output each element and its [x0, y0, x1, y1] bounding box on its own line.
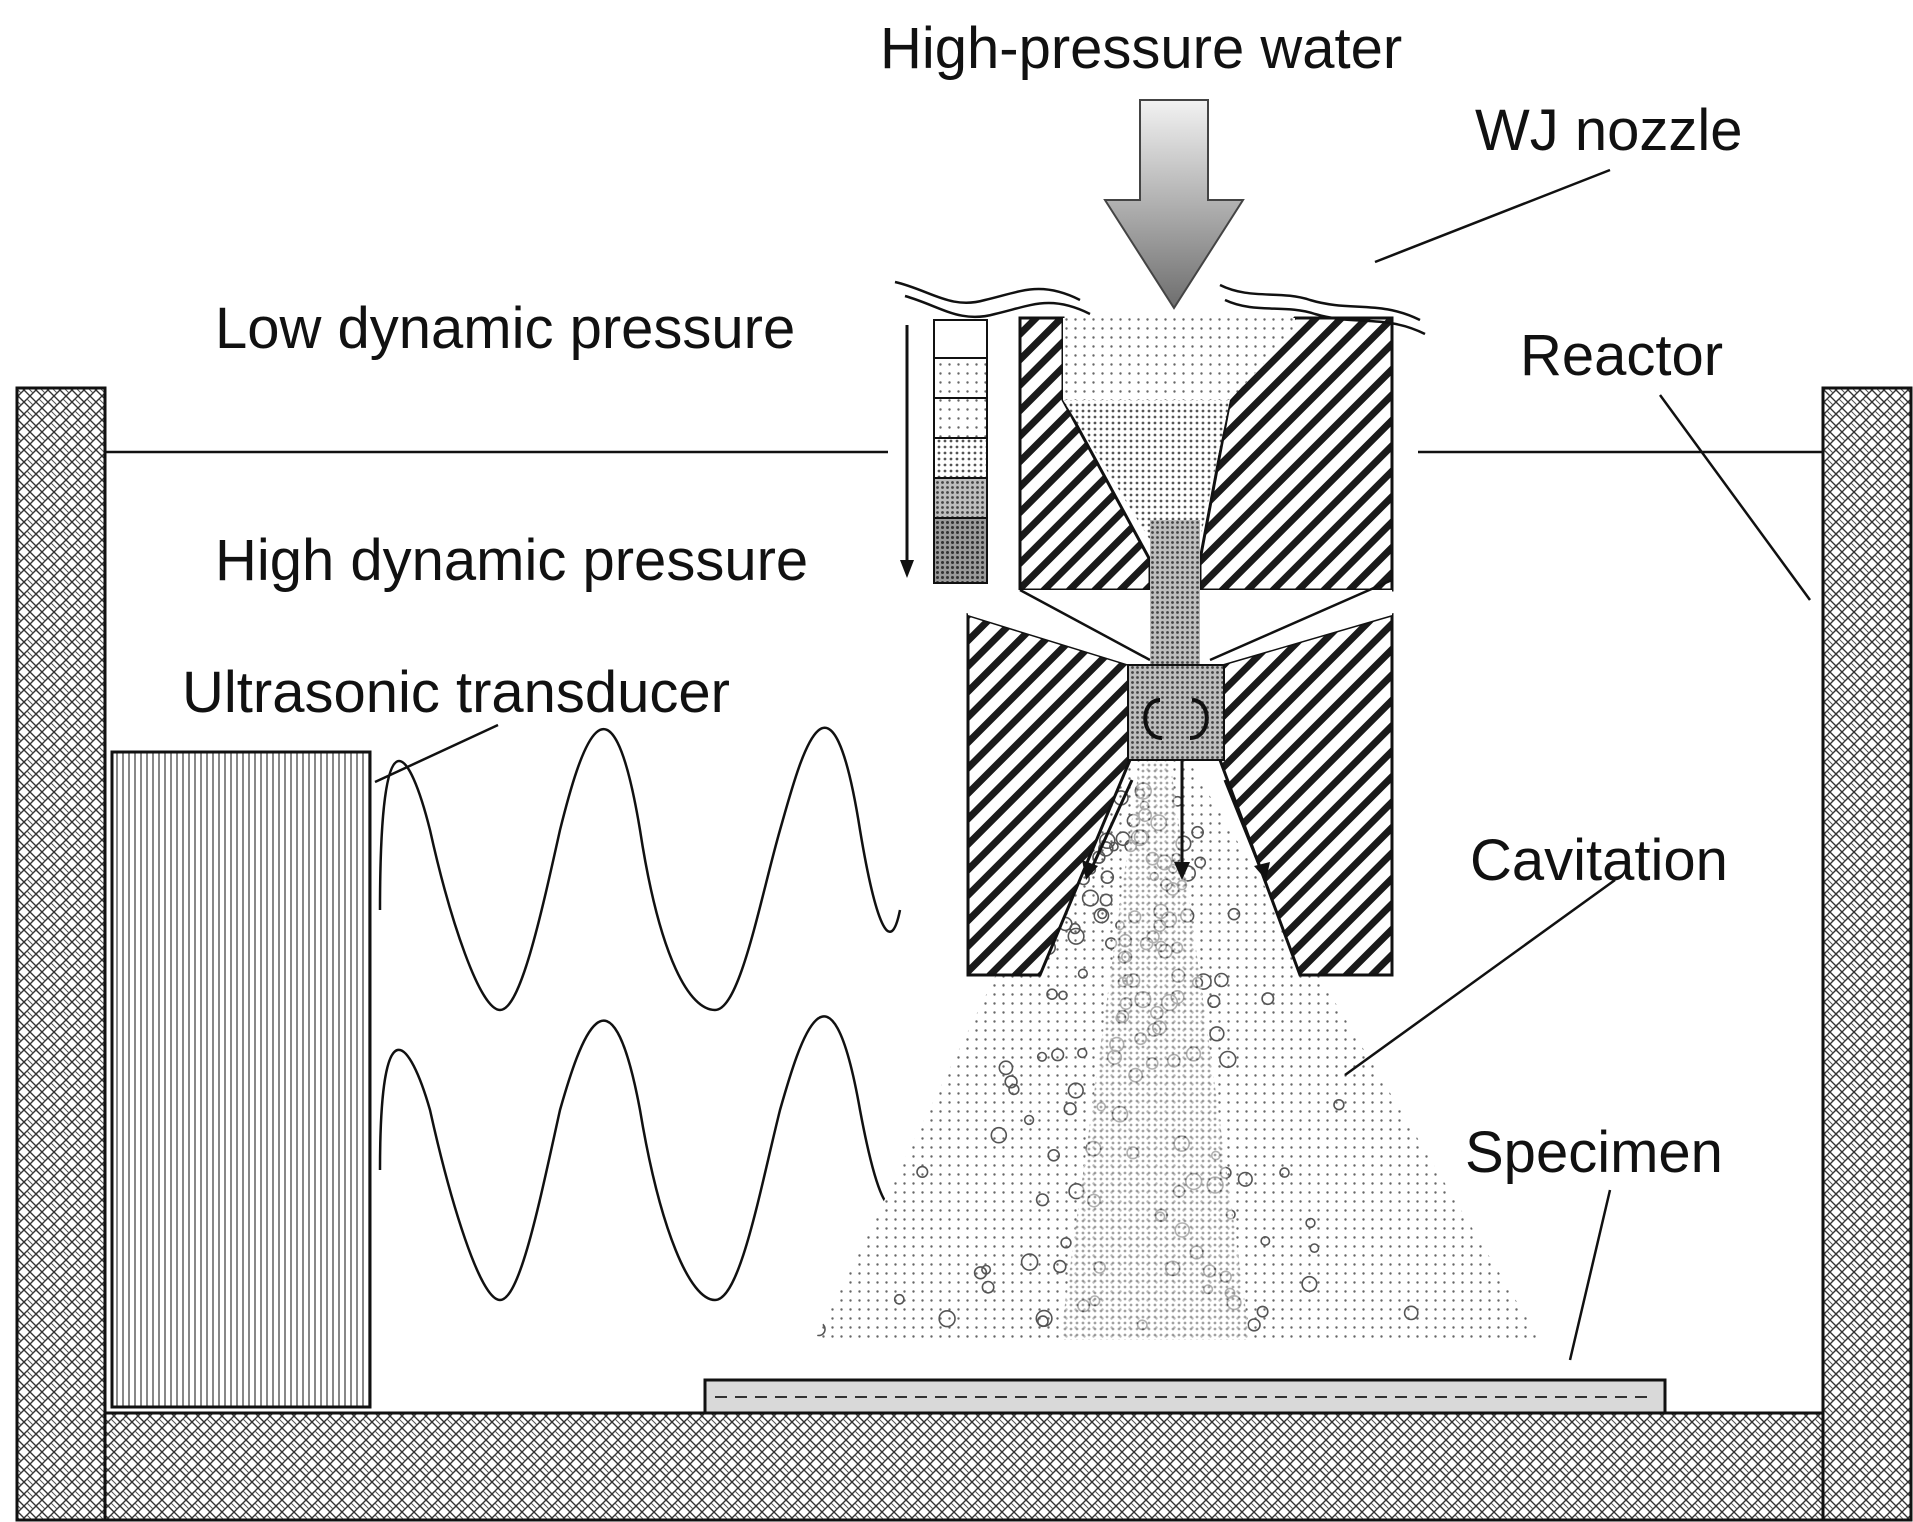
cavitation-bubble	[1097, 908, 1108, 920]
cavitation-bubble	[1333, 1098, 1345, 1111]
reactor-floor	[103, 1411, 1825, 1522]
wj-nozzle	[894, 280, 1426, 977]
nozzle-mid-left	[968, 590, 1150, 665]
wj-nozzle-leader	[1374, 168, 1611, 264]
cavitation-bubble	[1008, 1083, 1020, 1096]
cavitation-bubble	[1207, 994, 1221, 1009]
cavitation-bubble	[1209, 1026, 1225, 1042]
cavitation-bubble	[998, 1060, 1014, 1076]
specimen-plate	[703, 1378, 1667, 1415]
cavitation-bubble	[1214, 972, 1229, 988]
label-cavitation: Cavitation	[1470, 828, 1728, 893]
cavitation-bubble	[1053, 1259, 1067, 1274]
ultrasonic-wave-upper	[378, 726, 902, 1012]
label-specimen: Specimen	[1465, 1120, 1723, 1185]
cavitation-bubble	[1060, 1237, 1072, 1249]
cavitation-bubble	[1305, 1217, 1316, 1229]
label-high-dynamic-pressure: High dynamic pressure	[215, 528, 808, 593]
cavitation-bubble	[1261, 992, 1275, 1006]
cavitation-bubble	[1051, 1048, 1065, 1062]
cavitation-bubble	[1077, 1047, 1088, 1059]
cavitation-bubble	[1260, 1236, 1271, 1247]
label-ultrasonic-transducer: Ultrasonic transducer	[182, 660, 730, 725]
cavitation-bubble	[981, 1280, 995, 1294]
cavitation-bubble	[1247, 1318, 1261, 1332]
cavitation-bubble	[1077, 968, 1088, 979]
ultrasonic-wave-lower	[378, 1015, 902, 1302]
high-pressure-water-arrow	[1103, 99, 1245, 310]
cavitation-bubble	[1237, 1171, 1253, 1187]
cavitation-bubble	[1067, 927, 1085, 945]
cavitation-bubble	[1098, 841, 1114, 857]
cavitation-bubble	[1279, 1167, 1290, 1178]
cavitation-bubble	[1194, 856, 1207, 869]
cavitation-bubble	[1309, 1243, 1320, 1253]
cavitation-bubble	[1081, 889, 1099, 907]
cavitation-bubble	[1256, 1305, 1269, 1318]
cavitation-cloud	[815, 755, 1540, 1340]
cavitation-bubble	[1063, 1102, 1077, 1116]
reactor-right-wall	[1821, 386, 1913, 1522]
reactor-leader	[1658, 394, 1812, 601]
cavitation-bubble	[916, 1165, 929, 1178]
cavitation-leader	[1344, 878, 1616, 1077]
cavitation-bubble	[1069, 922, 1081, 935]
cavitation-bubble	[1023, 1114, 1035, 1126]
cavitation-bubble	[1058, 990, 1068, 1001]
reactor-left-wall	[15, 386, 107, 1522]
cavitation-bubble	[1219, 1050, 1237, 1069]
nozzle-bore-inlet	[1063, 318, 1295, 400]
label-reactor: Reactor	[1520, 323, 1723, 388]
cavitation-bubble	[1046, 988, 1058, 1001]
ultrasonic-transducer	[110, 750, 372, 1409]
nozzle-break-line-right	[1219, 283, 1421, 322]
cavitation-bubble	[893, 1293, 905, 1305]
nozzle-bore-throat	[1150, 520, 1200, 665]
cavitation-bubble	[938, 1309, 956, 1328]
cavitation-bubble	[1099, 893, 1113, 907]
cavitation-bubble	[990, 1126, 1008, 1144]
cavitation-bubble	[1403, 1305, 1419, 1321]
cavitation-bubble	[1047, 1149, 1060, 1162]
cavitation-bubble	[1020, 1253, 1039, 1271]
nozzle-cavity	[1127, 664, 1225, 761]
cavitation-bubble	[973, 1266, 988, 1280]
label-low-dynamic-pressure: Low dynamic pressure	[215, 296, 795, 361]
specimen-leader	[1568, 1189, 1612, 1361]
nozzle-mid-right	[1200, 590, 1392, 665]
cavitation-bubble	[1100, 870, 1115, 885]
cavitation-bubble	[1004, 1075, 1018, 1089]
label-wj-nozzle: WJ nozzle	[1475, 98, 1743, 163]
cavitation-bubble	[1035, 1193, 1049, 1207]
cavitation-bubble	[1093, 907, 1110, 924]
jet-flow-arrows	[1082, 760, 1270, 880]
nozzle-break-line-left	[894, 280, 1081, 304]
transducer-leader	[374, 723, 499, 784]
cavitation-bubble	[1301, 1275, 1318, 1293]
cavitation-bubble	[1191, 825, 1204, 839]
cavitation-bubble	[897, 1137, 910, 1150]
label-high-pressure-water: High-pressure water	[880, 16, 1402, 81]
vortex-icon	[1143, 698, 1209, 740]
nozzle-bore-cone	[1063, 400, 1230, 540]
leader-lines	[374, 168, 1812, 1361]
cavitation-bubble	[1036, 1051, 1048, 1062]
cavitation-bubble	[981, 1264, 992, 1275]
cavitation-bubble	[1067, 1082, 1084, 1099]
dynamic-pressure-scale	[900, 319, 988, 584]
cavitation-bubble	[1227, 907, 1241, 921]
cavitation-bubble	[1037, 1315, 1049, 1328]
